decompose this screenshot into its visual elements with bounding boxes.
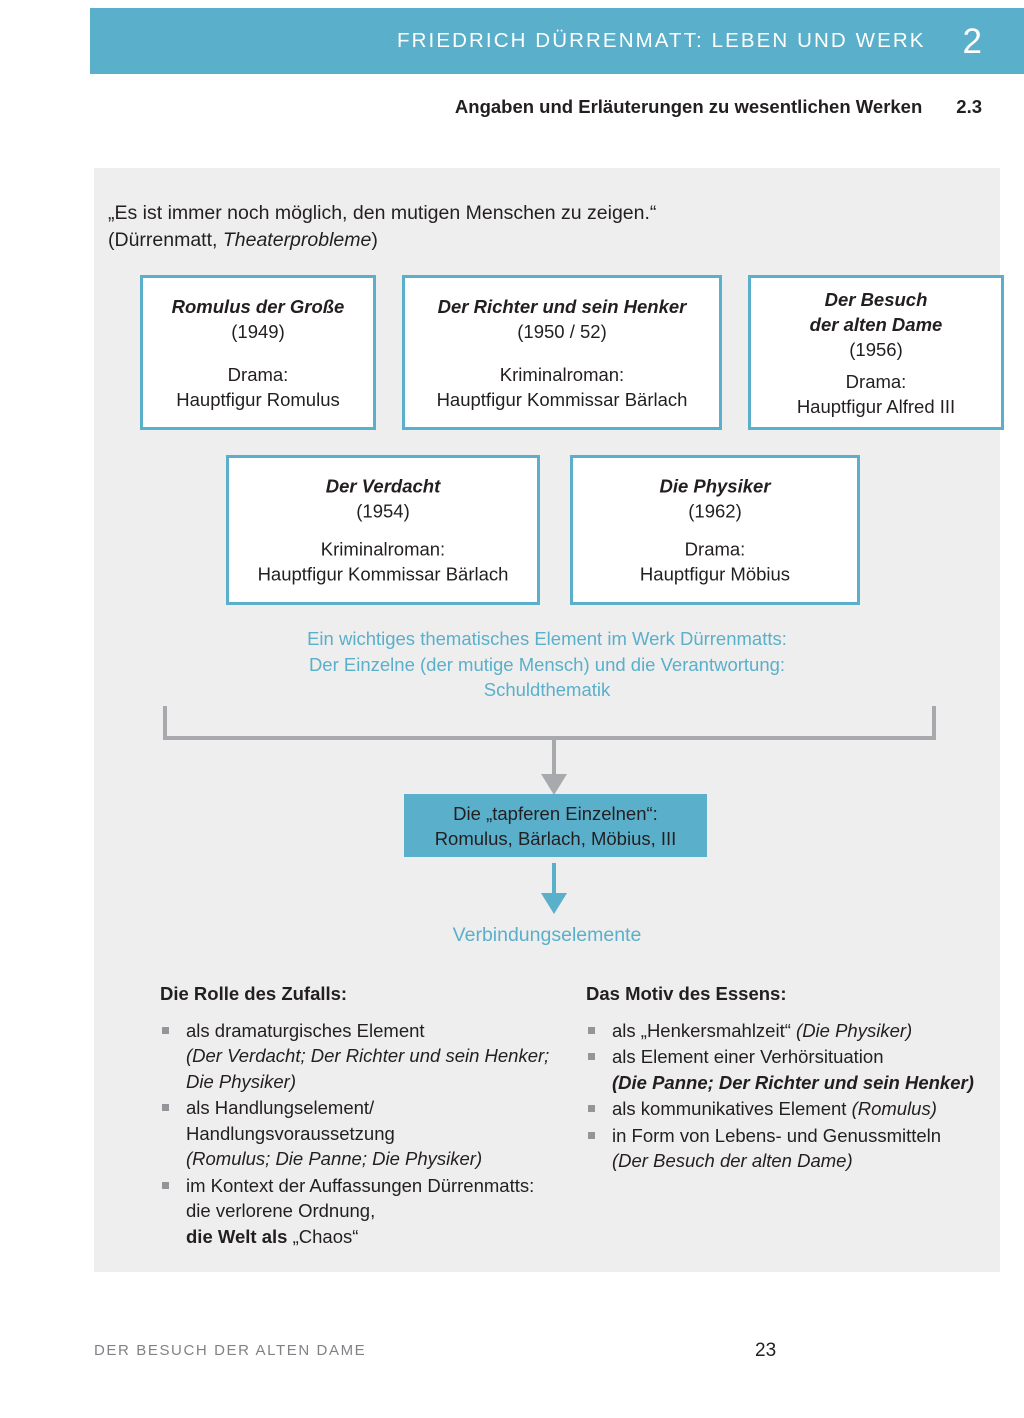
brave-individuals-box: Die „tapferen Einzelnen“: Romulus, Bärla… xyxy=(404,794,707,857)
theme-line-1: Ein wichtiges thematisches Element im We… xyxy=(307,628,787,649)
column-role-of-chance: Die Rolle des Zufalls: als dramaturgisch… xyxy=(160,981,560,1250)
work-year: (1962) xyxy=(688,500,742,522)
subheader: Angaben und Erläuterungen zu wesentliche… xyxy=(90,96,1024,118)
footer-running-title: DER BESUCH DER ALTEN DAME xyxy=(94,1342,367,1359)
subheader-title: Angaben und Erläuterungen zu wesentliche… xyxy=(454,96,923,117)
work-genre: Kriminalroman: xyxy=(320,538,446,560)
work-box-der-besuch-der-alten-dame: Der Besuch der alten Dame (1956) Drama: … xyxy=(748,275,1004,430)
work-character: Hauptfigur Alfred III xyxy=(796,395,956,417)
quote-source-work: Theaterprobleme xyxy=(222,229,372,251)
bracket-horizontal-arm xyxy=(163,736,936,740)
page-header-band: FRIEDRICH DÜRRENMATT: LEBEN UND WERK 2 xyxy=(90,8,1024,74)
theme-statement: Ein wichtiges thematisches Element im We… xyxy=(94,626,1000,703)
list-item-note: (Der Verdacht; Der Richter und sein Henk… xyxy=(186,1045,550,1092)
work-title: Der Verdacht xyxy=(325,475,441,497)
list-item-text: als „Henkersmahlzeit“ xyxy=(612,1019,797,1041)
bracket-right-stub xyxy=(932,706,936,740)
work-year: (1950 / 52) xyxy=(517,320,607,342)
list-item-plain-tail: „Chaos“ xyxy=(292,1225,359,1247)
theme-line-3: Schuldthematik xyxy=(483,679,611,700)
theme-line-2: Der Einzelne (der mutige Mensch) und die… xyxy=(308,653,786,675)
work-title: Die Physiker xyxy=(659,475,771,497)
square-bullet-icon xyxy=(162,1026,169,1034)
list-item-note-bold: (Die Panne; Der Richter und sein Henker) xyxy=(612,1071,974,1093)
quote-source-suffix: ) xyxy=(371,229,378,251)
work-year: (1949) xyxy=(231,320,285,342)
square-bullet-icon xyxy=(162,1104,169,1111)
work-year: (1956) xyxy=(849,338,903,360)
list-item-text: als Handlungselement/ Handlungsvorausset… xyxy=(186,1097,395,1144)
list-item-text: im Kontext der Auffassungen Dürrenmatts:… xyxy=(186,1174,535,1222)
column-heading: Das Motiv des Essens: xyxy=(586,983,787,1004)
work-character: Hauptfigur Kommissar Bärlach xyxy=(436,388,688,410)
bullet-list: als dramaturgisches Element (Der Verdach… xyxy=(160,1018,560,1250)
list-item: als dramaturgisches Element (Der Verdach… xyxy=(160,1018,560,1095)
work-genre: Kriminalroman: xyxy=(499,363,625,385)
work-box-der-richter-und-sein-henker: Der Richter und sein Henker (1950 / 52) … xyxy=(402,275,722,430)
column-heading: Die Rolle des Zufalls: xyxy=(160,983,348,1004)
square-bullet-icon xyxy=(588,1105,595,1112)
work-title: Der Richter und sein Henker xyxy=(437,295,687,317)
work-title-line2: der alten Dame xyxy=(809,313,943,335)
work-title: Romulus der Große xyxy=(171,295,345,317)
quote-source: (Dürrenmatt, Theaterprobleme) xyxy=(108,227,656,254)
work-character: Hauptfigur Romulus xyxy=(176,388,340,410)
work-year: (1954) xyxy=(356,500,410,522)
brave-box-line-1: Die „tapferen Einzelnen“: xyxy=(453,802,658,824)
list-item-note: (Die Physiker) xyxy=(796,1019,913,1041)
quote-source-prefix: (Dürrenmatt, xyxy=(108,229,223,251)
arrow-down-icon-grey xyxy=(541,740,567,795)
square-bullet-icon xyxy=(162,1181,169,1189)
work-genre: Drama: xyxy=(684,538,746,560)
quote-line: „Es ist immer noch möglich, den mutigen … xyxy=(108,202,657,224)
connector-label: Verbindungselemente xyxy=(452,924,642,946)
column-motif-of-eating: Das Motiv des Essens: als „Henkersmahlze… xyxy=(586,981,991,1175)
content-panel: „Es ist immer noch möglich, den mutigen … xyxy=(94,168,1004,1272)
brave-box-line-2: Romulus, Bärlach, Möbius, III xyxy=(434,827,677,849)
list-item-note: (Romulus; Die Panne; Die Physiker) xyxy=(186,1148,483,1169)
work-genre: Drama: xyxy=(227,363,289,385)
footer: DER BESUCH DER ALTEN DAME xyxy=(94,1342,794,1360)
bullet-list: als „Henkersmahlzeit“ (Die Physiker) als… xyxy=(586,1018,991,1174)
square-bullet-icon xyxy=(588,1131,595,1139)
list-item: als kommunikatives Element (Romulus) xyxy=(586,1096,991,1122)
list-item: als Element einer Verhörsituation (Die P… xyxy=(586,1044,991,1095)
quote-block: „Es ist immer noch möglich, den mutigen … xyxy=(108,200,656,254)
list-item: als Handlungselement/ Handlungsvorausset… xyxy=(160,1095,560,1172)
work-title-line1: Der Besuch xyxy=(824,288,928,310)
work-character: Hauptfigur Kommissar Bärlach xyxy=(257,563,509,585)
list-item-note: (Der Besuch der alten Dame) xyxy=(612,1150,853,1171)
work-box-romulus-der-grosse: Romulus der Große (1949) Drama: Hauptfig… xyxy=(140,275,376,430)
list-item-text: als Element einer Verhörsituation xyxy=(612,1046,884,1067)
square-bullet-icon xyxy=(588,1053,595,1060)
square-bullet-icon xyxy=(588,1026,595,1034)
work-genre: Drama: xyxy=(845,370,907,392)
arrow-down-icon-blue xyxy=(541,863,567,917)
subheader-section-number: 2.3 xyxy=(956,96,982,117)
bracket-left-stub xyxy=(163,706,167,740)
work-box-der-verdacht: Der Verdacht (1954) Kriminalroman: Haupt… xyxy=(226,455,540,605)
list-item: in Form von Lebens- und Genussmitteln (D… xyxy=(586,1123,991,1174)
header-chapter-number: 2 xyxy=(962,21,982,61)
work-box-die-physiker: Die Physiker (1962) Drama: Hauptfigur Mö… xyxy=(570,455,860,605)
footer-page-number: 23 xyxy=(755,1340,777,1361)
list-item-bold-tail: die Welt als xyxy=(186,1225,293,1247)
header-title: FRIEDRICH DÜRRENMATT: LEBEN UND WERK xyxy=(397,29,926,52)
list-item: im Kontext der Auffassungen Dürrenmatts:… xyxy=(160,1173,560,1250)
list-item-text: als dramaturgisches Element xyxy=(186,1019,425,1041)
list-item: als „Henkersmahlzeit“ (Die Physiker) xyxy=(586,1018,991,1044)
work-character: Hauptfigur Möbius xyxy=(639,563,791,585)
list-item-note: (Romulus) xyxy=(851,1098,937,1119)
list-item-text: in Form von Lebens- und Genussmitteln xyxy=(612,1124,942,1146)
bracket-connector xyxy=(163,706,936,740)
list-item-text: als kommunikatives Element xyxy=(612,1098,852,1119)
